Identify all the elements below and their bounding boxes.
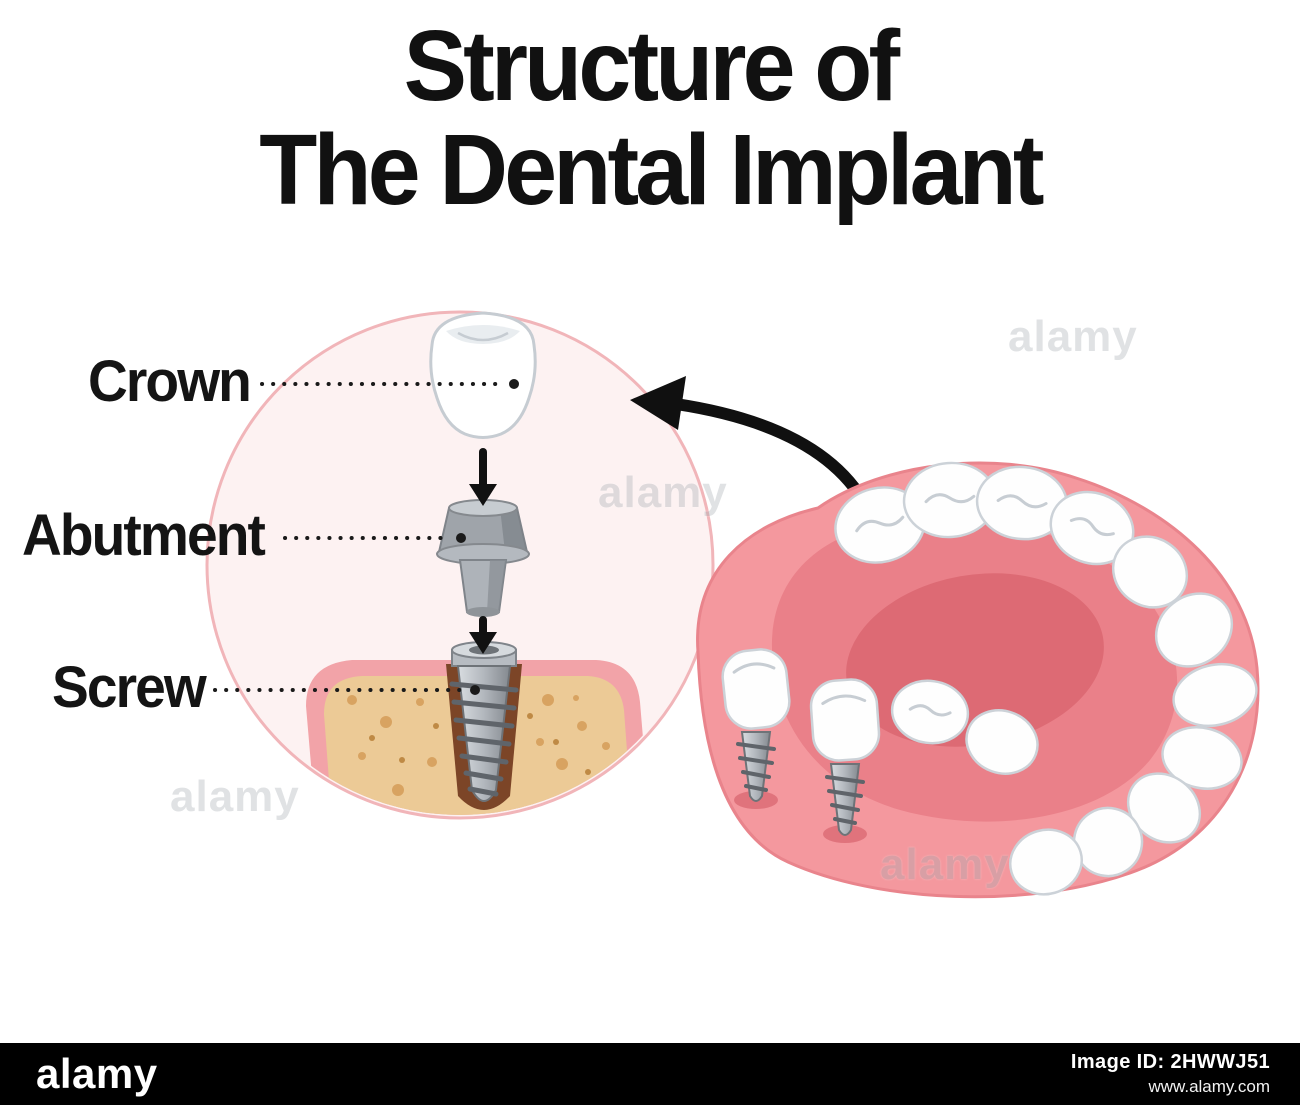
alamy-url: www.alamy.com bbox=[1148, 1077, 1270, 1096]
jaw-implant-1 bbox=[721, 648, 791, 809]
page-title: Structure of The Dental Implant bbox=[33, 14, 1268, 222]
alamy-logo: alamy bbox=[36, 1050, 158, 1097]
image-meta: Image ID: 2HWWJ51 www.alamy.com bbox=[1071, 1051, 1270, 1097]
screw-illustration bbox=[449, 641, 519, 802]
image-id: Image ID: 2HWWJ51 bbox=[1070, 1051, 1270, 1073]
label-abutment: Abutment bbox=[22, 503, 266, 568]
arrow-down-icon bbox=[469, 448, 497, 506]
jaw-illustration bbox=[696, 461, 1260, 899]
arrow-down-icon-2 bbox=[469, 616, 497, 654]
teeth-row bbox=[834, 461, 1258, 896]
bone-speckles-dark bbox=[369, 713, 591, 775]
label-screw: Screw bbox=[52, 655, 207, 720]
title-line-1: Structure of bbox=[403, 10, 901, 122]
label-connectors bbox=[213, 379, 519, 695]
jaw-implant-2 bbox=[809, 678, 881, 843]
abutment-illustration bbox=[436, 499, 530, 617]
watermark-footer: alamy Image ID: 2HWWJ51 www.alamy.com bbox=[0, 1043, 1300, 1105]
crown-illustration bbox=[429, 311, 537, 439]
label-crown: Crown bbox=[88, 349, 252, 414]
title-line-2: The Dental Implant bbox=[259, 114, 1044, 226]
